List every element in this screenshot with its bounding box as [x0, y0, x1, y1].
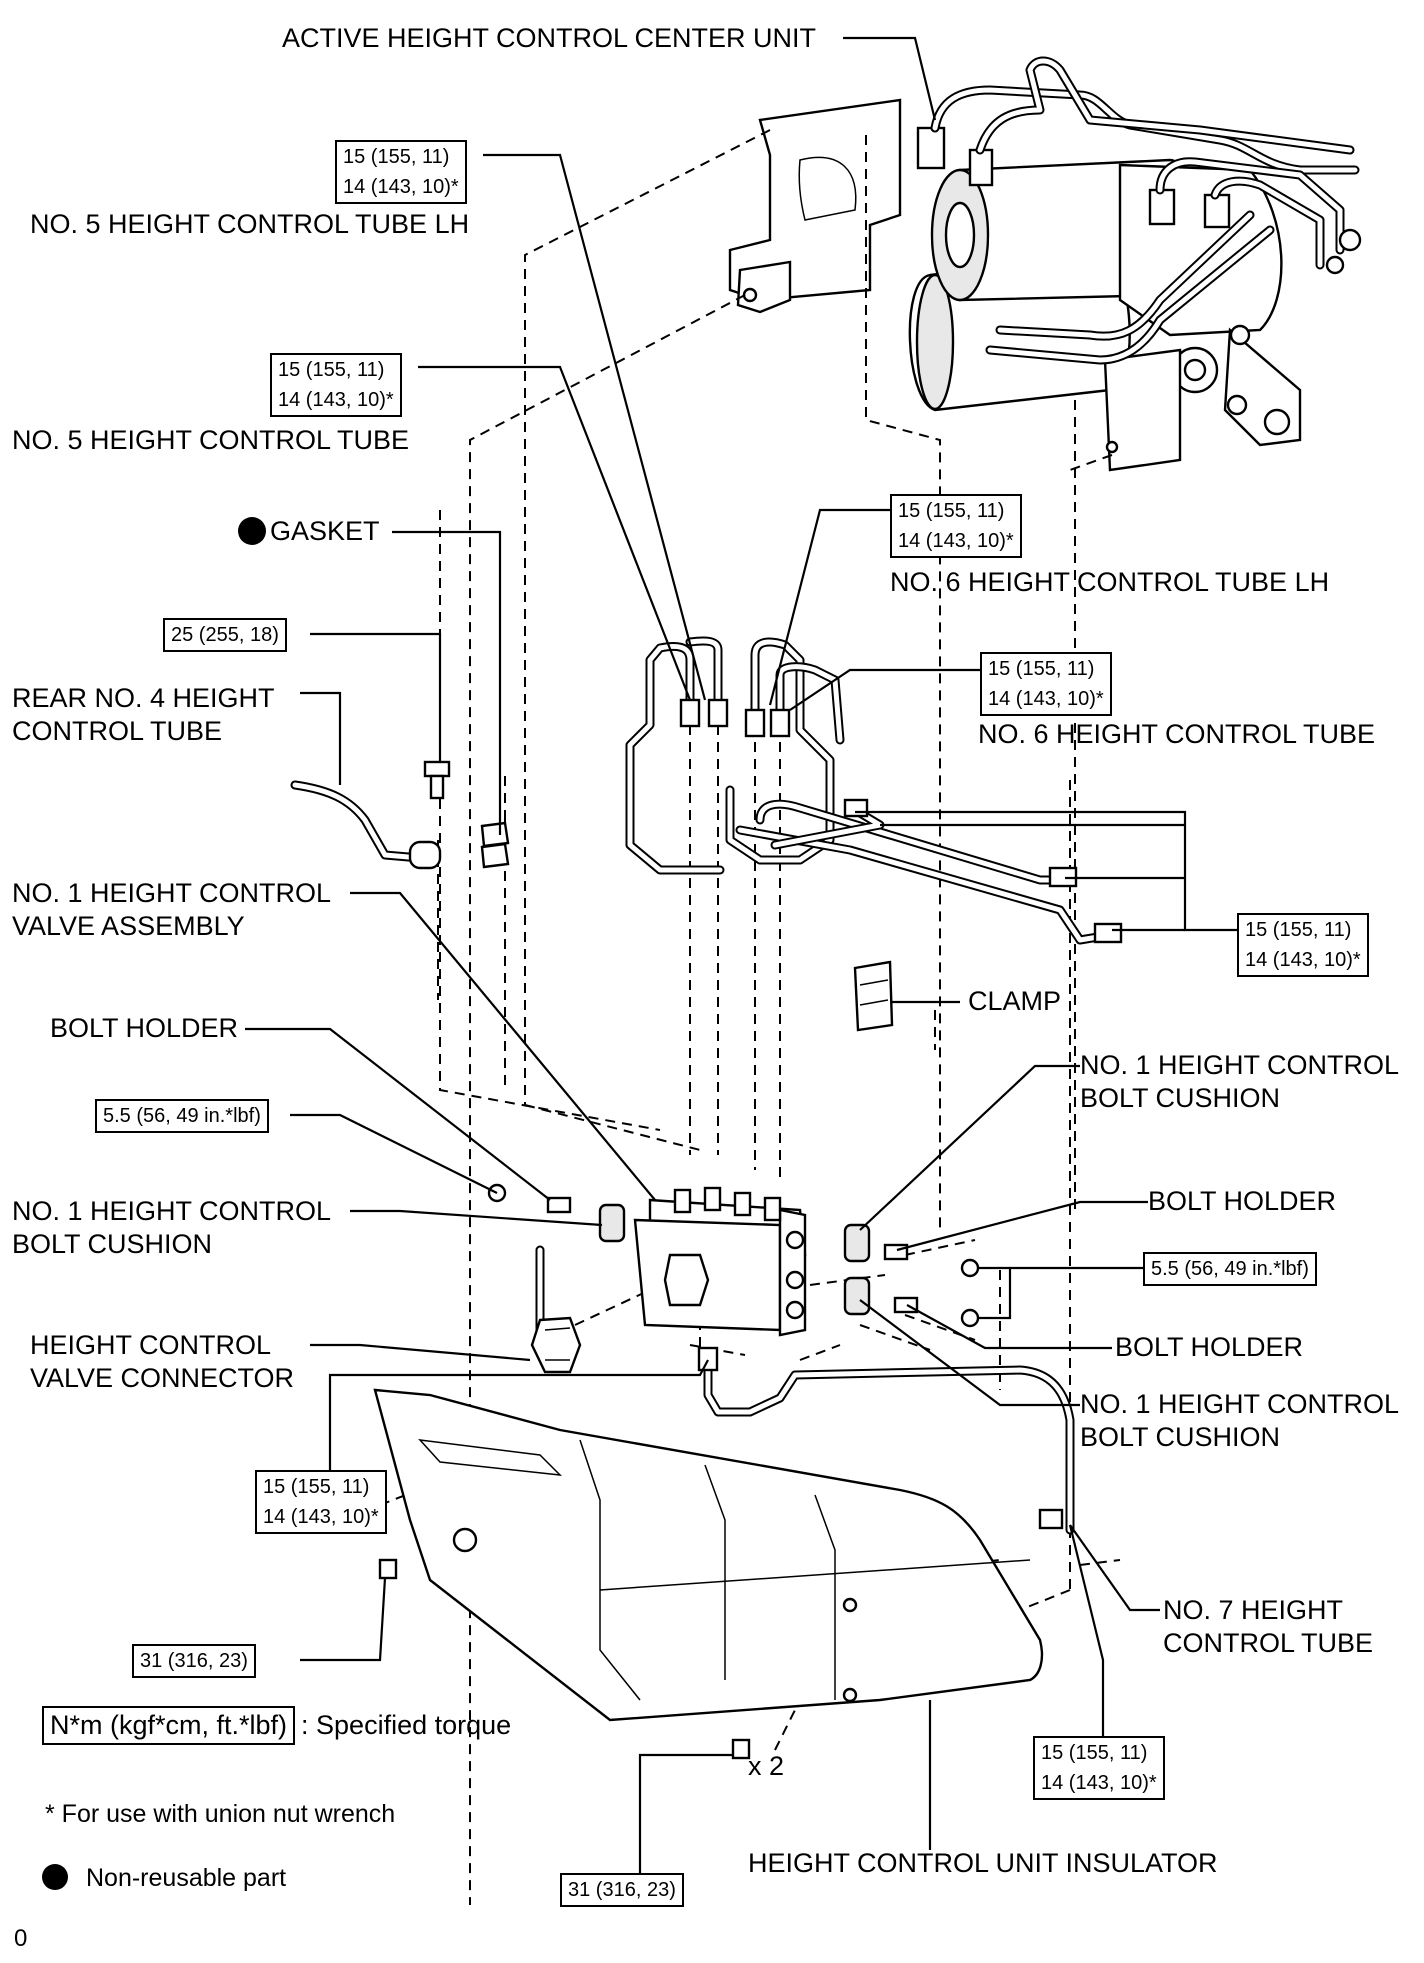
torque-bolt31-bottom: 31 (316, 23) [560, 1873, 684, 1907]
torque-nut55-right: 5.5 (56, 49 in.*lbf) [1143, 1252, 1317, 1286]
label-cushion-right-top-line2: BOLT CUSHION [1080, 1083, 1281, 1113]
torque-value-nm: 5.5 (56, 49 in.*lbf) [1151, 1258, 1309, 1280]
label-clamp: CLAMP [968, 986, 1062, 1016]
label-gasket: GASKET [238, 515, 380, 548]
torque-value-wrench: 14 (143, 10)* [263, 1506, 379, 1528]
label-bolt-holder-left: BOLT HOLDER [50, 1013, 239, 1043]
torque-value-nm: 15 (155, 11) [898, 500, 1005, 522]
torque-value-wrench: 14 (143, 10)* [1041, 1772, 1157, 1794]
legend-nonreusable-text: Non-reusable part [86, 1864, 287, 1892]
torque-value-nm: 5.5 (56, 49 in.*lbf) [103, 1105, 261, 1127]
rear-tube-4-drawing [290, 760, 510, 870]
tube-7-drawing [697, 1346, 1075, 1535]
torque-bolt25: 25 (255, 18) [163, 618, 287, 652]
torque-value-wrench: 14 (143, 10)* [988, 688, 1104, 710]
nonreusable-icon [238, 517, 266, 545]
label-tube5-lh: NO. 5 HEIGHT CONTROL TUBE LH [30, 209, 470, 239]
label-cushion-right-top-line1: NO. 1 HEIGHT CONTROL [1080, 1050, 1400, 1080]
label-connector-line1: HEIGHT CONTROL [30, 1330, 272, 1360]
page-marker: 0 [14, 1925, 28, 1952]
nonreusable-icon [42, 1864, 68, 1890]
valve-assembly-drawing [633, 1186, 807, 1337]
label-cushion-left-line1: NO. 1 HEIGHT CONTROL [12, 1196, 332, 1226]
legend-torque-desc: : Specified torque [301, 1710, 512, 1740]
legend-torque-box: N*m (kgf*cm, ft.*lbf) [42, 1706, 296, 1745]
label-tube6: NO. 6 HEIGHT CONTROL TUBE [978, 719, 1376, 749]
label-cushion-left-line2: BOLT CUSHION [12, 1229, 213, 1259]
torque-value-nm: 15 (155, 11) [263, 1476, 370, 1498]
label-tube5: NO. 5 HEIGHT CONTROL TUBE [12, 425, 410, 455]
torque-tube5: 15 (155, 11) 14 (143, 10)* [270, 353, 402, 417]
legend-nonreusable: Non-reusable part [42, 1862, 286, 1895]
valve-connector-drawing [530, 1245, 582, 1374]
torque-value-wrench: 14 (143, 10)* [278, 389, 394, 411]
torque-bolt31-left: 31 (316, 23) [132, 1644, 256, 1678]
torque-value-nm: 31 (316, 23) [568, 1879, 676, 1901]
label-bolt-holder-right-top: BOLT HOLDER [1148, 1186, 1337, 1216]
label-rear-tube4-line2: CONTROL TUBE [12, 716, 223, 746]
torque-tube5-lh: 15 (155, 11) 14 (143, 10)* [335, 140, 467, 204]
label-rear-tube4-line1: REAR NO. 4 HEIGHT [12, 683, 275, 713]
label-center-unit: ACTIVE HEIGHT CONTROL CENTER UNIT [282, 23, 817, 53]
torque-right-unions: 15 (155, 11) 14 (143, 10)* [1237, 913, 1369, 977]
torque-tube6-lh: 15 (155, 11) 14 (143, 10)* [890, 494, 1022, 558]
torque-tube6: 15 (155, 11) 14 (143, 10)* [980, 652, 1112, 716]
torque-value-nm: 31 (316, 23) [140, 1650, 248, 1672]
torque-value-wrench: 14 (143, 10)* [343, 176, 459, 198]
label-bolt-holder-right-bottom: BOLT HOLDER [1115, 1332, 1304, 1362]
label-valve-assy-line2: VALVE ASSEMBLY [12, 911, 245, 941]
legend-union-note: * For use with union nut wrench [45, 1800, 396, 1828]
insulator-drawing [373, 1388, 1044, 1760]
label-tube7-line2: CONTROL TUBE [1163, 1628, 1374, 1658]
torque-value-nm: 15 (155, 11) [1041, 1742, 1148, 1764]
torque-value-nm: 15 (155, 11) [278, 359, 385, 381]
torque-tube7: 15 (155, 11) 14 (143, 10)* [1033, 1736, 1165, 1800]
label-cushion-right-bottom-line1: NO. 1 HEIGHT CONTROL [1080, 1389, 1400, 1419]
leader-lines [245, 36, 1240, 1875]
torque-connector-union: 15 (155, 11) 14 (143, 10)* [255, 1470, 387, 1534]
torque-value-nm: 15 (155, 11) [343, 146, 450, 168]
clamp-drawing [853, 960, 894, 1032]
label-valve-assy-line1: NO. 1 HEIGHT CONTROL [12, 878, 332, 908]
center-unit-drawing [728, 56, 1362, 472]
torque-value-wrench: 14 (143, 10)* [898, 530, 1014, 552]
label-x2: x 2 [748, 1751, 785, 1781]
fasteners-drawing [487, 1183, 980, 1328]
torque-value-nm: 15 (155, 11) [988, 658, 1095, 680]
label-tube6-lh: NO. 6 HEIGHT CONTROL TUBE LH [890, 567, 1330, 597]
torque-value-nm: 15 (155, 11) [1245, 919, 1352, 941]
label-connector-line2: VALVE CONNECTOR [30, 1363, 295, 1393]
torque-nut55-left: 5.5 (56, 49 in.*lbf) [95, 1099, 269, 1133]
torque-value-wrench: 14 (143, 10)* [1245, 949, 1361, 971]
torque-value-nm: 25 (255, 18) [171, 624, 279, 646]
legend-torque: N*m (kgf*cm, ft.*lbf): Specified torque [42, 1706, 511, 1745]
label-cushion-right-bottom-line2: BOLT CUSHION [1080, 1422, 1281, 1452]
gasket-text: GASKET [270, 516, 380, 546]
label-tube7-line1: NO. 7 HEIGHT [1163, 1595, 1344, 1625]
label-insulator: HEIGHT CONTROL UNIT INSULATOR [748, 1848, 1218, 1878]
